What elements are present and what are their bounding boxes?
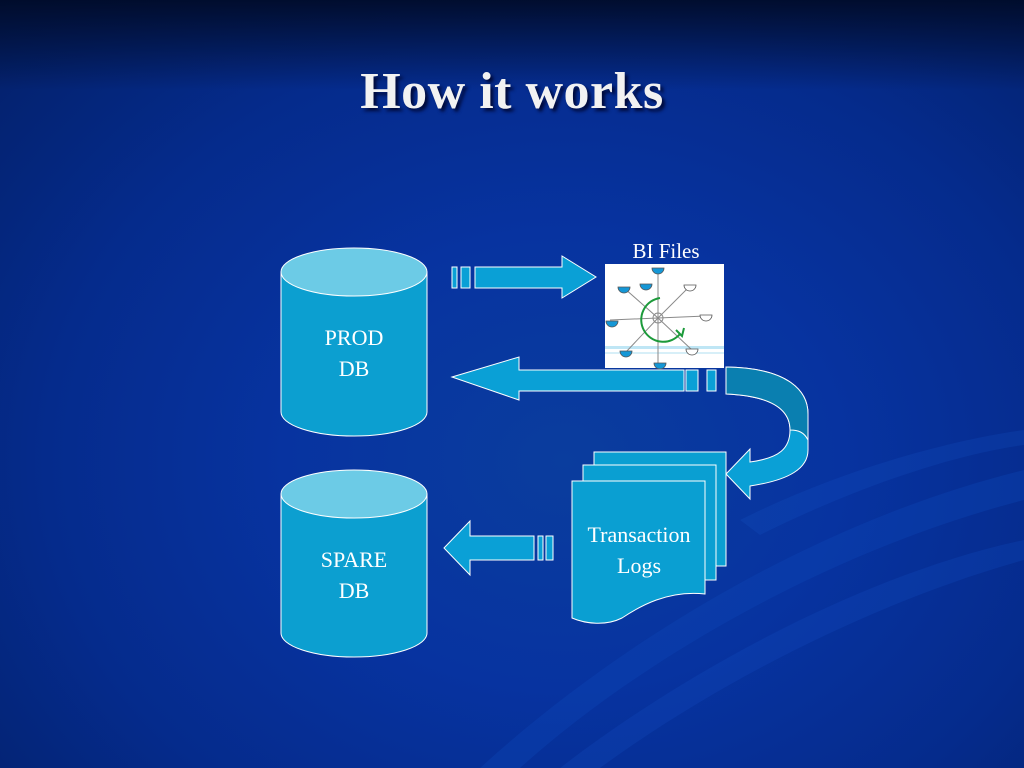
slide-title: How it works xyxy=(360,63,664,120)
arrow-bi-files-to-transaction-logs xyxy=(725,366,809,501)
transaction-logs-label-line1: Transaction xyxy=(587,522,691,547)
prod-db-cylinder xyxy=(280,247,428,437)
spare-db-cylinder xyxy=(280,469,428,658)
arrow-transaction-logs-to-spare-db xyxy=(443,519,554,577)
prod-db-label: PROD DB xyxy=(281,322,427,384)
arrow-prod-to-bi-files xyxy=(451,255,597,299)
spare-db-label-line1: SPARE xyxy=(320,547,388,572)
spare-db-label-line2: DB xyxy=(338,578,370,603)
prod-db-label-line1: PROD xyxy=(324,325,384,350)
bi-files-image xyxy=(605,264,724,370)
spare-db-label: SPARE DB xyxy=(281,544,427,606)
transaction-logs-documents xyxy=(571,451,727,624)
bi-files-label: BI Files xyxy=(632,239,700,263)
transaction-logs-label-line2: Logs xyxy=(617,553,661,578)
transaction-logs-label: Transaction Logs xyxy=(572,519,706,581)
prod-db-label-line2: DB xyxy=(338,356,370,381)
arrow-bi-files-to-prod-db xyxy=(450,356,717,401)
